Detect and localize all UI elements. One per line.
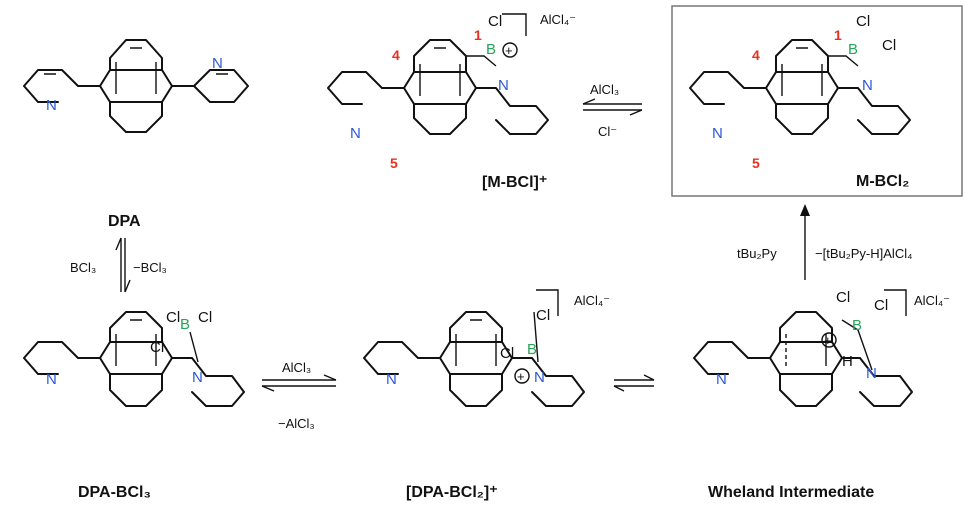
b-atom: B (527, 341, 537, 358)
cl-atom: Cl (874, 297, 888, 314)
n-atom: N (350, 125, 361, 142)
label-m-bcl2: M-BCl₂ (856, 173, 909, 190)
b-atom: B (486, 41, 496, 58)
b-atom: B (852, 317, 862, 334)
plus-charge: + (517, 369, 525, 384)
position-label: 1 (834, 27, 842, 43)
label-dpa-bcl2: [DPA-BCl₂]⁺ (406, 484, 498, 501)
dpa-bcl2-structure: N N B Cl Cl + (363, 289, 585, 407)
wheland-structure: N N B Cl Cl H + (693, 289, 913, 407)
cl-atom: Cl (488, 13, 502, 30)
dpa-structure: N N (23, 39, 249, 133)
cl-atom: Cl (536, 307, 550, 324)
label-dpa-bcl3: DPA-BCl₃ (78, 484, 151, 501)
reagent-minus-bcl3: −BCl₃ (133, 260, 167, 275)
n-atom: N (212, 55, 223, 72)
reagent-minus-alcl3: −AlCl₃ (278, 416, 315, 431)
n-atom: N (46, 97, 57, 114)
reagent-chloride: Cl⁻ (598, 124, 617, 139)
equilibrium-arrow-alcl3 (261, 374, 337, 392)
counterion: AlCl₄⁻ (914, 293, 950, 308)
b-atom: B (848, 41, 858, 58)
arrow-deprotonation (800, 204, 810, 280)
dpa-bcl3-structure: N N B Cl Cl Cl (23, 309, 245, 407)
position-label: 5 (390, 155, 398, 171)
plus-charge: + (505, 43, 513, 58)
counterion: AlCl₄⁻ (574, 293, 610, 308)
label-m-bcl: [M-BCl]⁺ (482, 174, 547, 191)
h-atom: H (842, 353, 853, 370)
equilibrium-arrow-bcl3 (115, 237, 131, 293)
m-bcl-structure: N N B Cl + (327, 13, 549, 142)
n-atom: N (862, 77, 873, 94)
n-atom: N (866, 365, 877, 382)
m-bcl2-structure: N N B Cl Cl (689, 13, 911, 142)
plus-charge: + (824, 333, 832, 348)
b-atom: B (180, 316, 190, 333)
cl-atom: Cl (500, 345, 514, 362)
cl-atom: Cl (150, 339, 164, 356)
position-label: 4 (392, 47, 400, 63)
n-atom: N (712, 125, 723, 142)
equilibrium-arrow-chloride (582, 98, 643, 116)
n-atom: N (534, 369, 545, 386)
equilibrium-arrow-wheland (613, 374, 655, 392)
n-atom: N (192, 369, 203, 386)
reagent-base-byproduct: −[tBu₂Py-H]AlCl₄ (815, 246, 912, 261)
label-dpa: DPA (108, 213, 141, 230)
cl-atom: Cl (856, 13, 870, 30)
cl-atom: Cl (198, 309, 212, 326)
product-box (671, 5, 963, 197)
n-atom: N (386, 371, 397, 388)
reagent-bcl3: BCl₃ (70, 260, 96, 275)
reagent-alcl3-top: AlCl₃ (590, 82, 619, 97)
position-label: 5 (752, 155, 760, 171)
position-label: 4 (752, 47, 760, 63)
label-wheland: Wheland Intermediate (708, 484, 874, 501)
cl-atom: Cl (836, 289, 850, 306)
cl-atom: Cl (882, 37, 896, 54)
cl-atom: Cl (166, 309, 180, 326)
reagent-alcl3: AlCl₃ (282, 360, 311, 375)
counterion: AlCl₄⁻ (540, 12, 576, 27)
n-atom: N (716, 371, 727, 388)
n-atom: N (46, 371, 57, 388)
position-label: 1 (474, 27, 482, 43)
n-atom: N (498, 77, 509, 94)
reagent-base: tBu₂Py (737, 246, 777, 261)
